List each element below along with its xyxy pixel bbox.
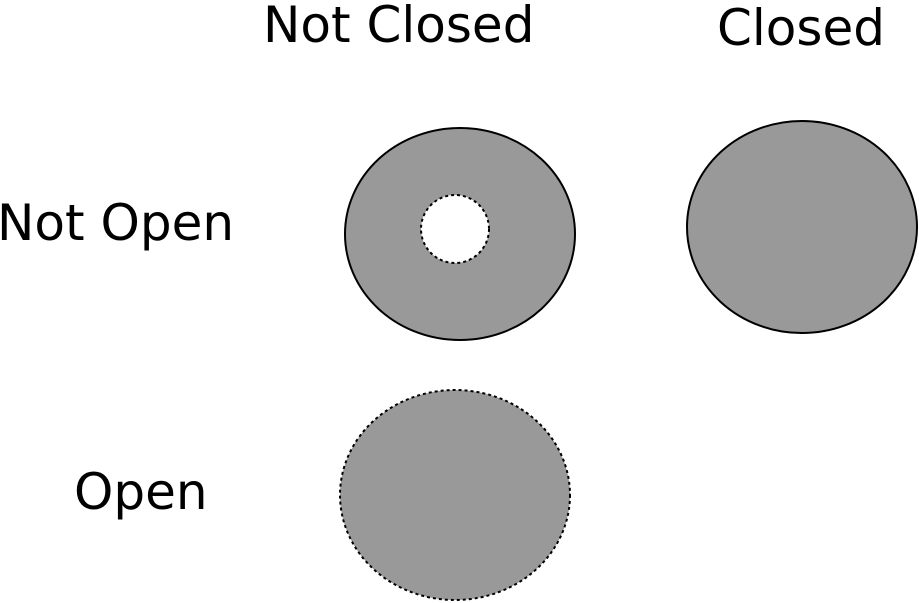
row-header-open: Open — [74, 463, 208, 521]
dotted-hole — [420, 194, 490, 264]
column-header-not-closed: Not Closed — [263, 0, 535, 54]
column-header-closed: Closed — [717, 0, 885, 57]
closed-set-ellipse — [686, 120, 918, 334]
row-header-not-open: Not Open — [0, 194, 235, 252]
not-open-not-closed-set — [344, 127, 576, 341]
open-set-ellipse — [339, 389, 571, 601]
